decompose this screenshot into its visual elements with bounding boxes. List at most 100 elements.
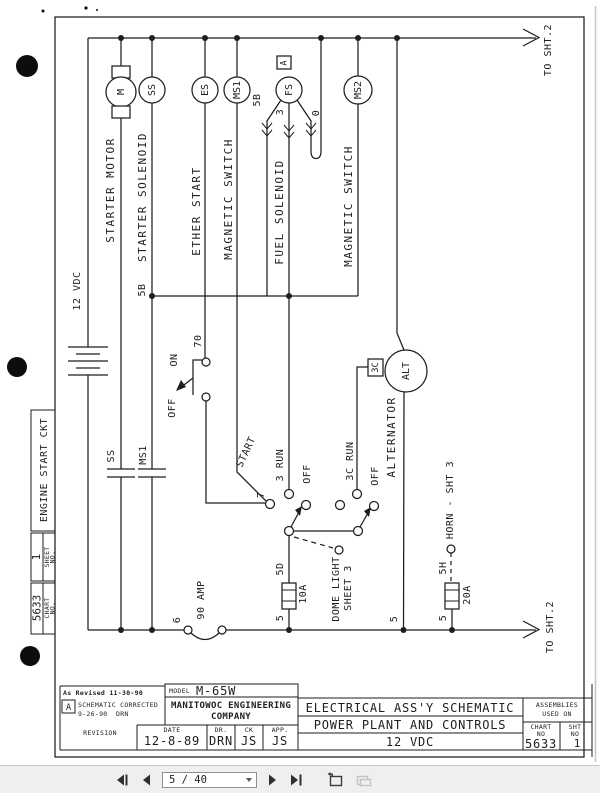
junction-dots (118, 35, 455, 633)
app-value: JS (272, 734, 288, 748)
wire-70-label: 70 (193, 334, 204, 347)
fuse-10a-symbol (281, 582, 297, 610)
ms1-id: MS1 (232, 81, 243, 99)
app-label: APP. (272, 726, 289, 734)
starter-motor-label: STARTER MOTOR (104, 137, 117, 243)
next-view-button[interactable] (354, 770, 374, 789)
breaker-terminal-6: 6 (172, 617, 183, 624)
fs-branch-3: 3 (275, 109, 286, 116)
breaker-rating: 90 AMP (196, 580, 207, 619)
last-page-button[interactable] (288, 772, 305, 788)
horn-ref: HORN - SHT 3 (445, 461, 456, 539)
date-value: 12-8-89 (144, 734, 200, 748)
revision-heading: REVISION (83, 729, 117, 737)
title-block: As Revised 11-30-90 A SCHEMATIC CORRECTE… (59, 683, 592, 751)
magnetic-switch-1-label: MAGNETIC SWITCH (222, 138, 235, 260)
dr-label: DR. (215, 726, 228, 734)
fs-id: FS (284, 84, 295, 96)
alt-terminal-3c: 3C (371, 362, 381, 372)
circuit-wires (68, 28, 541, 641)
revision-mark-a: A (66, 703, 71, 713)
drawing-title-3: 12 VDC (386, 735, 434, 749)
dome-light-ref-2: SHEET 3 (343, 565, 354, 611)
fuse-5d-terminal-5: 5 (275, 615, 286, 622)
motor-id: M (116, 89, 127, 95)
company-name-2: COMPANY (211, 712, 251, 722)
ms2-id: MS2 (353, 81, 364, 99)
to-sheet2-top: TO SHT.2 (543, 24, 554, 76)
fs-branch-0: 0 (311, 110, 322, 117)
ck-label: CK (245, 726, 253, 734)
revision-ref-a: A (280, 60, 290, 65)
margin-sheet-label-1: SHEET (43, 546, 51, 567)
viewer-toolbar (0, 765, 600, 793)
date-label: DATE (164, 726, 181, 734)
last-page-icon (291, 774, 302, 785)
toggle-switch-terminals (201, 357, 211, 402)
dr-value: DRN (209, 734, 233, 748)
fuse-5h-label: 5H (438, 561, 449, 574)
dome-light-ref-1: DOME LIGHT (331, 556, 342, 621)
margin-sheet-label-2: NO. (49, 551, 57, 564)
alternator-label: ALTERNATOR (385, 396, 398, 477)
drawing-title-1: ELECTRICAL ASS'Y SCHEMATIC (306, 701, 515, 715)
next-page-button[interactable] (266, 772, 279, 788)
revision-note-1: As Revised 11-30-90 (63, 689, 143, 697)
fuse-20a-rating: 20A (462, 585, 473, 605)
next-page-icon (269, 774, 276, 785)
junction-5b-label: 5B (137, 283, 148, 296)
terminal-7-label: 7 (256, 492, 267, 499)
alternator-terminal-box (367, 358, 384, 377)
contact-ms1-label: MS1 (138, 445, 149, 465)
binder-holes (7, 6, 98, 666)
starter-solenoid-label: STARTER SOLENOID (136, 132, 149, 262)
fuse-10a-rating: 10A (298, 584, 309, 604)
to-sheet2-bottom: TO SHT.2 (545, 601, 556, 653)
page-number-value[interactable] (169, 773, 239, 786)
revision-note-date: 9-26-90 (78, 710, 108, 718)
margin-chart-value: 5633 (31, 595, 44, 622)
model-label: MODEL (169, 687, 190, 695)
off-2-label: OFF (370, 466, 381, 486)
next-view-icon (356, 775, 372, 787)
run-3-label: 3 RUN (275, 449, 286, 482)
sht-no-label-2: NO (571, 730, 579, 738)
previous-page-button[interactable] (140, 772, 153, 788)
chevron-down-icon (246, 777, 252, 782)
toggle-off-label: OFF (167, 398, 178, 418)
sht-no-label-1: SHT (569, 723, 582, 731)
previous-view-icon (327, 772, 343, 787)
fuse-5d-label: 5D (275, 562, 286, 575)
assemblies-label-1: ASSEMBLIES (536, 701, 578, 709)
ss-id: SS (147, 84, 158, 96)
model-value: M-65W (196, 684, 236, 698)
drawing-border (54, 16, 593, 758)
chart-no-label-1: CHART (530, 723, 551, 731)
page-number-input[interactable] (162, 771, 257, 788)
fuel-solenoid-symbol (275, 76, 303, 104)
fuse-5h-terminal-5: 5 (438, 615, 449, 622)
alt-id: ALT (401, 362, 412, 380)
margin-chart-label-2: NO. (49, 602, 57, 615)
revision-note-by: DRN (116, 710, 129, 718)
ignition-switch-terminals (264, 488, 380, 555)
toggle-on-label: ON (169, 353, 180, 366)
magnetic-switch-2-label: MAGNETIC SWITCH (342, 145, 355, 267)
margin-strip: ENGINE START CKT SHEET NO. 1 CHART NO. 5… (30, 409, 57, 635)
alternator-symbol (384, 349, 428, 393)
alt-terminal-5: 5 (389, 616, 400, 623)
chart-no-value: 5633 (525, 737, 557, 751)
first-page-button[interactable] (114, 772, 131, 788)
margin-circuit-title: ENGINE START CKT (39, 418, 50, 522)
start-position-label: START (235, 435, 259, 469)
horn-connection-point (446, 544, 456, 554)
previous-view-button[interactable] (325, 770, 345, 789)
fs-branch-5b: 5B (252, 93, 263, 106)
margin-sheet-value: 1 (30, 554, 43, 561)
drawing-title-2: POWER PLANT AND CONTROLS (314, 718, 507, 732)
margin-chart-label-1: CHART (43, 597, 51, 618)
contact-ss-label: SS (106, 449, 117, 462)
off-1-label: OFF (302, 464, 313, 484)
battery-label: 12 VDC (72, 271, 83, 310)
